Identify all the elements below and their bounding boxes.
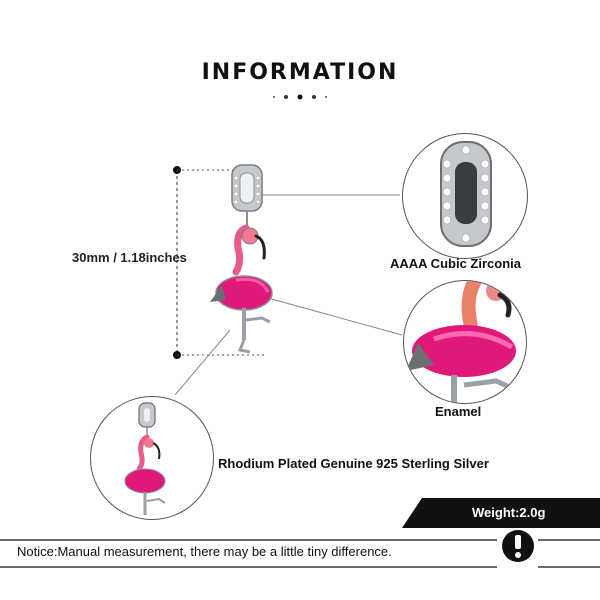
exclamation-icon bbox=[502, 530, 534, 562]
title-dots-divider bbox=[273, 94, 327, 100]
page-title: INFORMATION bbox=[201, 60, 399, 85]
connector-enamel bbox=[267, 297, 403, 336]
callout-enamel: Enamel bbox=[435, 404, 482, 419]
connector-silver bbox=[174, 329, 231, 396]
callout-silver: Rhodium Plated Genuine 925 Sterling Silv… bbox=[218, 456, 489, 471]
dimension-label: 30mm / 1.18inches bbox=[72, 250, 187, 265]
enamel-detail-image bbox=[406, 281, 516, 403]
flamingo-charm-image bbox=[210, 164, 273, 354]
zirconia-detail-image bbox=[440, 141, 492, 247]
silver-detail-image bbox=[124, 402, 166, 515]
callout-zirconia: AAAA Cubic Zirconia bbox=[390, 256, 521, 271]
weight-label: Weight:2.0g bbox=[472, 505, 546, 520]
zoom-circle-enamel bbox=[403, 280, 527, 404]
weight-badge: Weight:2.0g bbox=[402, 498, 600, 528]
zoom-circle-zirconia bbox=[402, 133, 528, 259]
zoom-circle-silver bbox=[90, 396, 214, 520]
notice-text: Notice:Manual measurement, there may be … bbox=[17, 544, 392, 559]
